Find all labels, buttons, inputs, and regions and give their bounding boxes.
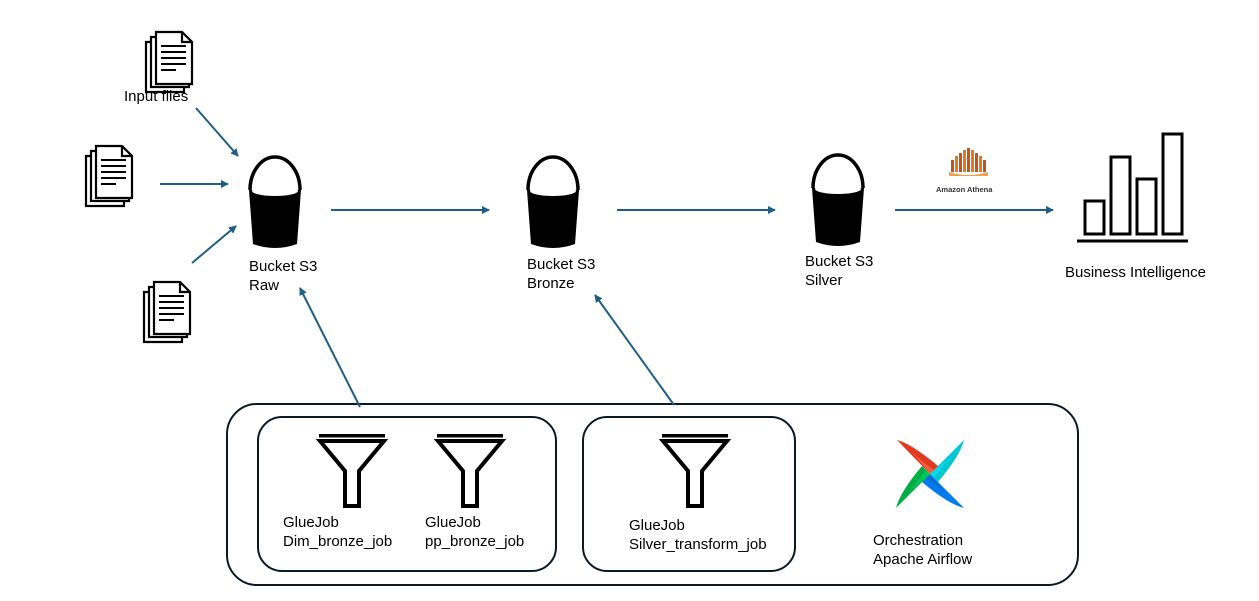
bucket-bronze-label: Bucket S3 Bronze	[527, 255, 595, 293]
job-label-line1: GlueJob	[425, 514, 481, 531]
job-label-line2: Silver_transform_job	[629, 536, 767, 553]
filter-icon	[660, 432, 730, 508]
orchestration-label: Orchestration Apache Airflow	[873, 531, 972, 569]
arrow-jobs-to-bronze	[594, 294, 675, 406]
gluejob-dim-bronze-label: GlueJob Dim_bronze_job	[283, 513, 392, 551]
bucket-bronze-icon	[525, 155, 581, 250]
filter-icon	[435, 432, 505, 508]
bucket-label-line1: Bucket S3	[249, 258, 318, 275]
silver-jobs-group	[582, 416, 796, 572]
job-label-line1: GlueJob	[629, 517, 685, 534]
apache-airflow-icon	[896, 440, 964, 508]
bar-chart-icon	[1077, 132, 1188, 243]
bucket-label-line2: Bronze	[527, 275, 575, 292]
amazon-athena-icon	[949, 148, 988, 176]
job-label-line2: Dim_bronze_job	[283, 533, 393, 550]
orchestration-line1: Orchestration	[873, 532, 964, 549]
bucket-raw-icon	[247, 155, 303, 250]
input-file-icon	[142, 280, 192, 344]
bucket-silver-icon	[810, 153, 866, 248]
bucket-label-line1: Bucket S3	[805, 253, 874, 270]
job-label-line1: GlueJob	[283, 514, 339, 531]
input-files-label: Input files	[124, 88, 189, 105]
orchestration-line2: Apache Airflow	[873, 551, 973, 568]
bucket-label-line1: Bucket S3	[527, 256, 596, 273]
bucket-label-line2: Silver	[805, 272, 843, 289]
business-intelligence-label: Business Intelligence	[1065, 264, 1206, 281]
filter-icon	[317, 432, 387, 508]
arrow-input-to-raw	[195, 107, 239, 157]
bucket-silver-label: Bucket S3 Silver	[805, 252, 873, 290]
input-file-icon	[84, 144, 134, 208]
bucket-label-line2: Raw	[249, 277, 280, 294]
gluejob-pp-bronze-label: GlueJob pp_bronze_job	[425, 513, 524, 551]
input-file-icon	[144, 30, 194, 94]
amazon-athena-label: Amazon Athena	[936, 185, 993, 194]
job-label-line2: pp_bronze_job	[425, 533, 525, 550]
bucket-raw-label: Bucket S3 Raw	[249, 257, 317, 295]
bronze-jobs-group	[257, 416, 557, 572]
orchestration-container	[226, 403, 1079, 586]
arrow-jobs-to-raw	[299, 287, 361, 408]
arrow-input-to-raw	[191, 225, 237, 264]
gluejob-silver-transform-label: GlueJob Silver_transform_job	[629, 516, 767, 554]
